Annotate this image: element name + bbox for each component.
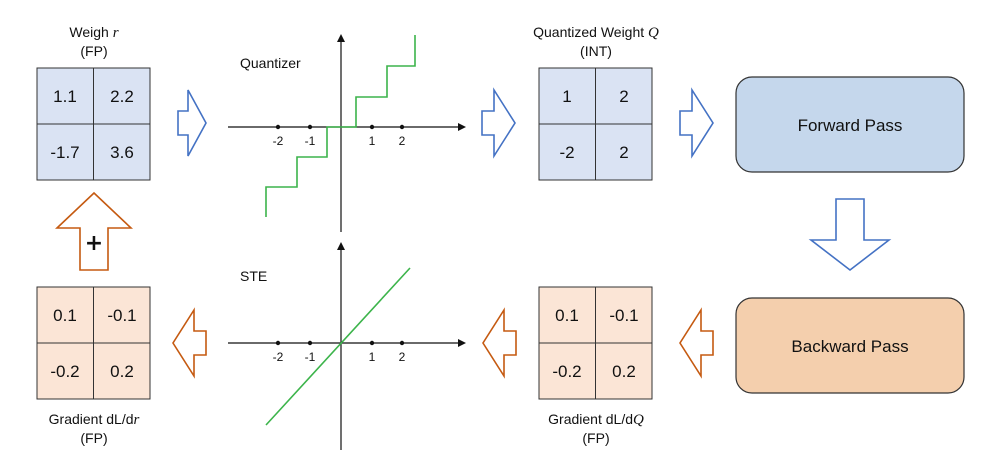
ste-label: STE — [240, 268, 267, 284]
weight-r-block: Weigh r (FP) 1.1 2.2 -1.7 3.6 — [36, 24, 151, 181]
grad-q-subtitle: (FP) — [582, 430, 609, 446]
forward-pass-label: Forward Pass — [798, 116, 903, 135]
ste-plot: STE -2 -1 1 2 — [228, 242, 466, 450]
grad-q-title: Gradient dL/dQ — [548, 411, 644, 428]
grad-q-cell: -0.2 — [552, 362, 581, 381]
quantized-q-block: Quantized Weight Q (INT) 1 2 -2 2 — [533, 24, 659, 181]
grad-r-cell: -0.2 — [50, 362, 79, 381]
grad-q-cell: 0.1 — [555, 306, 579, 325]
grad-r-block: 0.1 -0.1 -0.2 0.2 Gradient dL/dr (FP) — [36, 286, 151, 446]
quantized-q-title: Quantized Weight Q — [533, 24, 659, 41]
arrow-left-icon — [172, 307, 207, 379]
ste-tick-label: -2 — [273, 350, 284, 364]
arrow-left-icon — [482, 307, 517, 379]
quantizer-plot: Quantizer -2 -1 1 2 — [228, 34, 466, 232]
weight-r-cell: 2.2 — [110, 87, 134, 106]
weight-r-cell: -1.7 — [50, 143, 79, 162]
arrow-left-icon — [679, 307, 714, 379]
grad-r-cell: -0.1 — [107, 306, 136, 325]
ste-identity-line — [265, 267, 411, 426]
grad-r-cell: 0.1 — [53, 306, 77, 325]
quantized-q-subtitle: (INT) — [580, 43, 612, 59]
arrow-right-icon — [679, 87, 714, 159]
backward-pass-label: Backward Pass — [791, 337, 908, 356]
quantizer-tick-label: 1 — [369, 134, 376, 148]
grad-q-cell: 0.2 — [612, 362, 636, 381]
weight-r-subtitle: (FP) — [80, 43, 107, 59]
grad-r-subtitle: (FP) — [80, 430, 107, 446]
quantizer-tick-label: 2 — [399, 134, 406, 148]
arrow-right-icon — [177, 89, 207, 157]
quantized-q-cell: -2 — [559, 143, 574, 162]
quantizer-step-line — [265, 35, 416, 217]
forward-pass-box: Forward Pass — [735, 76, 965, 173]
weight-r-cell: 1.1 — [53, 87, 77, 106]
arrow-down-icon — [808, 198, 892, 272]
ste-tick-label: 1 — [369, 350, 376, 364]
grad-r-cell: 0.2 — [110, 362, 134, 381]
grad-r-title: Gradient dL/dr — [49, 411, 140, 428]
quantizer-label: Quantizer — [240, 55, 301, 71]
quantizer-tick-label: -2 — [273, 134, 284, 148]
weight-r-cell: 3.6 — [110, 143, 134, 162]
quantizer-tick-label: -1 — [305, 134, 316, 148]
quantized-q-cell: 2 — [619, 143, 628, 162]
ste-tick-label: 2 — [399, 350, 406, 364]
grad-q-cell: -0.1 — [609, 306, 638, 325]
quantized-q-cell: 2 — [619, 87, 628, 106]
quantized-q-cell: 1 — [562, 87, 571, 106]
backward-pass-box: Backward Pass — [735, 297, 965, 394]
arrow-right-icon — [481, 87, 516, 159]
weight-r-title: Weigh r — [69, 24, 118, 41]
ste-tick-label: -1 — [305, 350, 316, 364]
arrow-up-icon — [54, 191, 134, 271]
plus-sign: + — [85, 231, 103, 256]
grad-q-block: 0.1 -0.1 -0.2 0.2 Gradient dL/dQ (FP) — [538, 286, 653, 446]
